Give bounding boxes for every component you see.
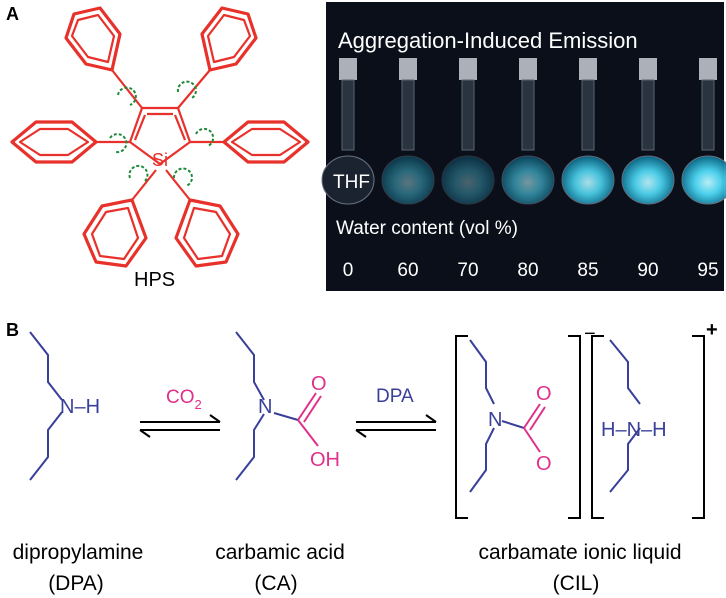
bond-tr [177,69,211,109]
vial-neck [641,79,655,151]
vial-bulb [321,155,375,205]
vial-stopper [579,58,597,80]
water-content-tick: 90 [637,260,658,281]
vial-stopper [459,58,477,80]
dpa-structure [29,331,63,481]
silicon-atom-label: Si [152,150,168,170]
cation-charge: + [706,319,718,341]
vial-neck [701,79,715,151]
vial-neck [521,79,535,151]
vial-group [321,58,726,205]
ca-n-label: N [258,396,272,418]
dpa-name: dipropylamine [13,541,144,564]
vial-stopper [519,58,537,80]
vial-0 [321,58,375,205]
vial-neck [341,79,355,151]
cil-name: carbamate ionic liquid [478,541,681,564]
co2-reagent: CO2 [166,387,202,412]
phenyl-ring-top-left [64,6,122,72]
vial-85 [561,58,615,205]
co2-subscript: 2 [195,397,202,412]
ca-carboxyl [297,392,322,447]
cil-o-label-bottom: O [536,453,552,475]
water-content-tick: 80 [517,260,538,281]
bond-bl [131,169,157,201]
ca-structure [235,331,299,481]
silole-ring [128,106,192,166]
vial-bulb [381,155,435,205]
panel-b-label: B [6,320,19,340]
vial-stopper [339,58,357,80]
cil-abbr: (CIL) [553,572,600,595]
cil-cation-structure [609,339,641,493]
cil-cation-hnh-label: H–N–H [601,419,667,441]
vial-bulb [681,155,726,205]
phenyl-ring-top-right [200,6,258,72]
equilibrium-arrow-2 [355,414,437,438]
cil-o-label-top: O [536,383,552,405]
ca-name: carbamic acid [215,541,345,564]
cil-anion-structure [469,339,525,493]
anion-charge: − [584,323,596,345]
vial-bulb [621,155,675,205]
rotation-arrows [109,80,215,187]
bond-br [165,169,191,201]
water-content-tick: 0 [343,260,354,281]
dpa-abbr: (DPA) [48,572,104,595]
vial-60 [381,58,435,205]
solvent-label: THF [333,172,370,193]
hps-molecule [10,6,310,268]
vial-95 [681,58,726,205]
phenyl-ring-right [222,120,310,164]
compound-labels: dipropylamine (DPA) carbamic acid (CA) c… [13,541,682,595]
vial-neck [581,79,595,151]
water-content-tick: 95 [697,260,718,281]
cil-cation-bracket [591,335,705,519]
water-content-tick: 70 [457,260,478,281]
ca-carbonyl-o-label: O [311,373,327,395]
vial-stopper [639,58,657,80]
water-content-axis-label: Water content (vol %) [336,218,518,239]
phenyl-ring-left [10,120,98,164]
hps-name-label: HPS [134,269,175,291]
water-content-tick-labels: 0 60 70 80 85 90 95 [343,260,719,281]
bond-tl [111,69,143,109]
phenyl-ring-bottom-left [82,198,148,268]
dpa-nh-label: N–H [60,396,100,418]
cil-carboxylate [523,403,546,453]
panel-a-label: A [6,4,19,24]
vial-90 [621,58,675,205]
ca-abbr: (CA) [254,572,297,595]
equilibrium-arrow-1 [139,414,221,438]
vial-neck [401,79,415,151]
vial-80 [501,58,555,205]
cil-anion-n-label: N [488,409,502,431]
vial-stopper [399,58,417,80]
phenyl-ring-bottom-right [174,198,240,268]
vial-70 [441,58,495,205]
dpa-reagent: DPA [376,386,414,407]
vial-neck [461,79,475,151]
photo-title: Aggregation-Induced Emission [338,28,638,53]
vial-bulb [561,155,615,205]
aie-photo: Aggregation-Induced Emission THF Water c… [321,2,726,291]
co2-text: CO [166,387,195,408]
cil-anion-bracket [455,335,581,519]
vial-stopper [699,58,717,80]
ca-oh-label: OH [310,449,340,471]
water-content-tick: 60 [397,260,418,281]
water-content-tick: 85 [577,260,598,281]
vial-bulb [501,155,555,205]
vial-bulb [441,155,495,205]
